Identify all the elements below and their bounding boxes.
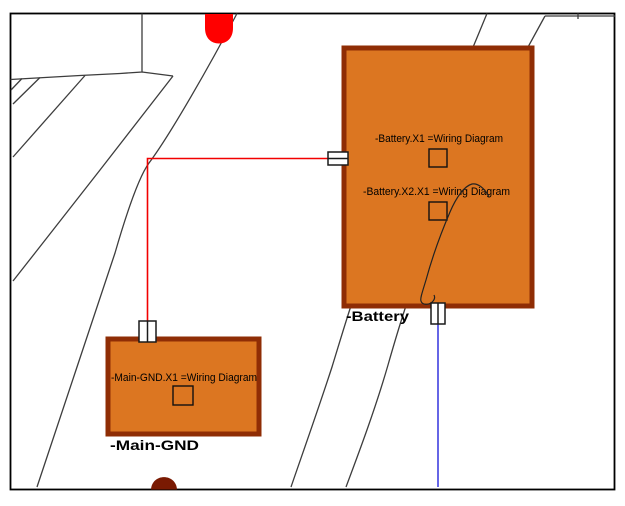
battery-box[interactable] bbox=[341, 45, 535, 309]
connector-battery-x1[interactable] bbox=[327, 151, 349, 166]
drawing-frame bbox=[9, 12, 616, 491]
component-battery[interactable]: -Battery.X1 =Wiring Diagram -Battery.X2.… bbox=[341, 45, 535, 324]
connector-main-gnd-x1[interactable] bbox=[138, 320, 157, 343]
contour-panel-outline bbox=[10, 13, 143, 81]
battery-pin2-square[interactable] bbox=[428, 201, 448, 221]
bottom-dark-connector-dome[interactable] bbox=[151, 477, 177, 490]
main-gnd-pin1-label: -Main-GND.X1 =Wiring Diagram bbox=[111, 372, 257, 384]
contour-panel-link bbox=[141, 71, 174, 77]
top-red-connector-blob[interactable] bbox=[205, 14, 233, 44]
battery-pin1-square[interactable] bbox=[428, 148, 448, 168]
contour-line-center bbox=[36, 13, 238, 488]
contour-hatch-3 bbox=[10, 78, 23, 91]
main-gnd-name-label: -Main-GND bbox=[110, 437, 199, 453]
red-wire-battery-to-gnd[interactable] bbox=[146, 157, 329, 322]
contour-hatch-2 bbox=[12, 75, 86, 158]
battery-pin2-label: -Battery.X2.X1 =Wiring Diagram bbox=[363, 186, 510, 198]
contour-line-left bbox=[12, 75, 174, 282]
main-gnd-pin1-square[interactable] bbox=[172, 385, 194, 406]
component-main-gnd[interactable]: -Main-GND.X1 =Wiring Diagram -Main-GND bbox=[105, 336, 262, 453]
contour-hatch-1 bbox=[12, 77, 41, 105]
connector-battery-x2-x1[interactable] bbox=[430, 302, 446, 325]
connector-symbols bbox=[138, 151, 446, 343]
battery-pin1-label: -Battery.X1 =Wiring Diagram bbox=[375, 133, 503, 145]
battery-name-label: -Battery bbox=[346, 308, 409, 324]
